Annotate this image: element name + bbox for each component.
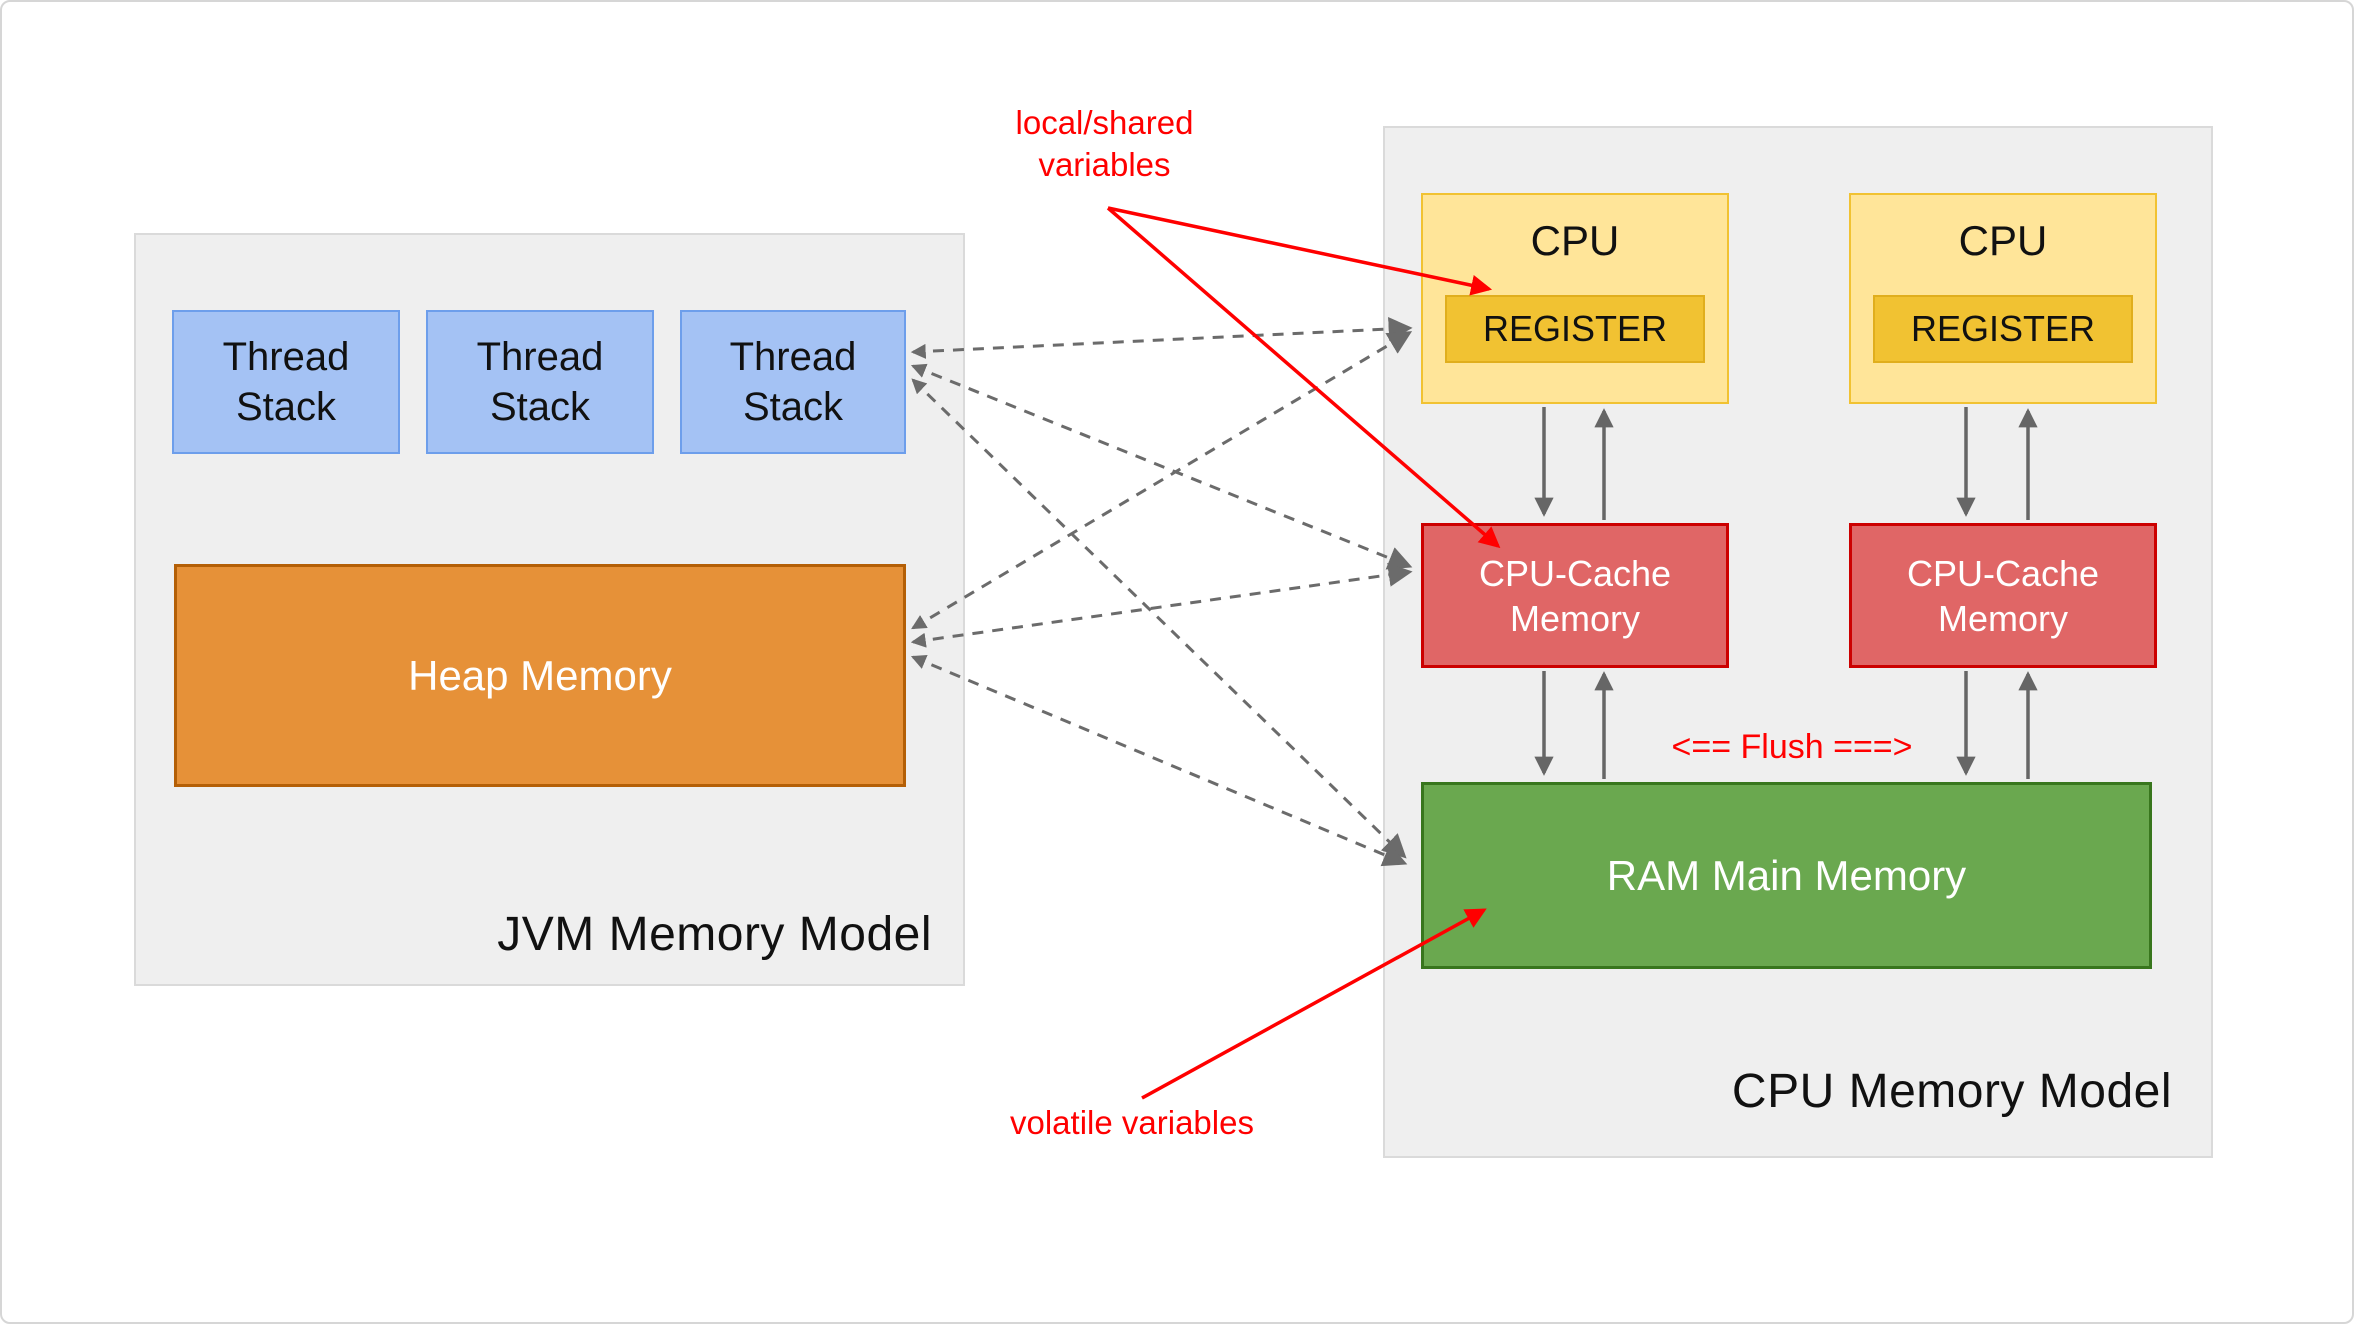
heap-memory-box: Heap Memory [174, 564, 906, 787]
thread-stack-box-3: Thread Stack [680, 310, 906, 454]
jvm-panel-title: JVM Memory Model [497, 908, 932, 961]
cpu-title: CPU [1530, 217, 1620, 264]
cpu-cache-box-2: CPU-Cache Memory [1849, 523, 2157, 668]
cpu-box-1: CPU REGISTER [1421, 193, 1729, 404]
register-box-2: REGISTER [1873, 295, 2133, 363]
dashed-threadstack-register [910, 316, 1413, 359]
cpu-cache-label: CPU-Cache Memory [1478, 552, 1672, 639]
dashed-heap-ram [910, 655, 1408, 867]
dashed-connectors [910, 316, 1413, 867]
cpu-panel-title: CPU Memory Model [1731, 1065, 2172, 1118]
register-label: REGISTER [1910, 308, 2096, 349]
cpu-box-2: CPU REGISTER [1849, 193, 2157, 404]
register-box-1: REGISTER [1445, 295, 1705, 363]
thread-stack-box-1: Thread Stack [172, 310, 400, 454]
ram-label: RAM Main Memory [1606, 851, 1967, 899]
dashed-heap-cache [910, 562, 1413, 648]
cpu-title: CPU [1958, 217, 2048, 264]
thread-stack-label: Thread Stack [729, 335, 857, 429]
dashed-heap-register [911, 331, 1413, 630]
dashed-threadstack-cache [910, 363, 1413, 570]
thread-stack-label: Thread Stack [476, 335, 604, 429]
cpu-cache-box-1: CPU-Cache Memory [1421, 523, 1729, 668]
register-label: REGISTER [1482, 308, 1668, 349]
heap-memory-label: Heap Memory [408, 651, 672, 699]
local-shared-variables-annotation: local/shared variables [1015, 104, 1194, 183]
flush-annotation: <== Flush ===> [1671, 728, 1913, 766]
cpu-cache-label: CPU-Cache Memory [1906, 552, 2100, 639]
thread-stack-label: Thread Stack [222, 335, 350, 429]
volatile-variables-annotation: volatile variables [1010, 1104, 1254, 1141]
ram-main-memory-box: RAM Main Memory [1421, 782, 2152, 969]
dashed-threadstack-ram [911, 378, 1407, 859]
thread-stack-box-2: Thread Stack [426, 310, 654, 454]
